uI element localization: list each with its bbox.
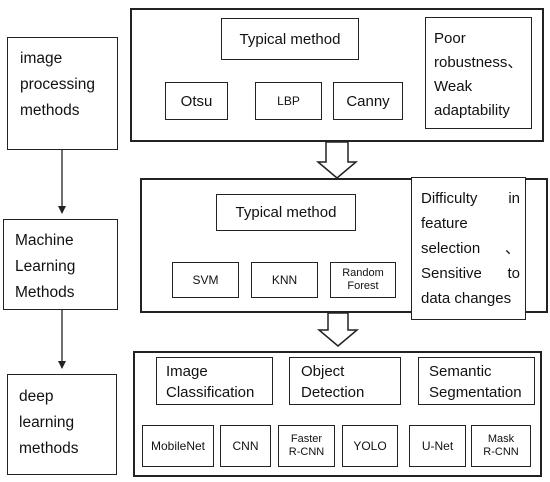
drawback-in: in (508, 190, 520, 207)
model-faster-line1: Faster (290, 432, 323, 445)
group-image-classification: Image Classification (156, 357, 273, 405)
model-mobilenet-box: MobileNet (142, 425, 214, 467)
model-mask-line2: R-CNN (483, 446, 519, 458)
image-processing-line3: methods (20, 102, 80, 119)
image-processing-box: image processing methods (7, 37, 118, 150)
model-mask-rcnn-box: Mask R-CNN (471, 425, 531, 467)
panel1-drawback-box: Poor robustness、 Weak adaptability (425, 17, 532, 129)
method-canny: Canny (346, 92, 390, 110)
panel1-drawback-line1: Poor (434, 30, 466, 47)
machine-learning-line2: Learning (15, 258, 76, 275)
method-svm-box: SVM (172, 262, 239, 298)
semantic-segmentation-line2: Segmentation (429, 384, 522, 401)
method-lbp: LBP (277, 94, 300, 108)
machine-learning-box: Machine Learning Methods (3, 219, 118, 310)
drawback-selection: selection (421, 240, 481, 257)
method-canny-box: Canny (333, 82, 403, 120)
deep-learning-box: deep learning methods (7, 374, 117, 475)
panel1-title-box: Typical method (221, 18, 359, 60)
model-unet-box: U-Net (409, 425, 466, 467)
panel2-drawback-line3: selection 、 (421, 236, 520, 261)
model-yolo: YOLO (353, 439, 387, 453)
method-random-forest-box: Random Forest (330, 262, 396, 298)
drawback-difficulty: Difficulty (421, 190, 478, 207)
method-knn-box: KNN (251, 262, 318, 298)
panel1-drawback-line2: robustness、 (434, 54, 523, 71)
model-faster-line2: R-CNN (288, 446, 325, 458)
panel2-drawback-line1: Difficulty in (421, 186, 520, 211)
model-mobilenet: MobileNet (150, 439, 206, 453)
object-detection-line1: Object (301, 363, 345, 380)
panel2-drawback-line2: feature (421, 215, 468, 232)
method-otsu: Otsu (180, 92, 213, 110)
group-object-detection: Object Detection (289, 357, 401, 405)
deep-learning-line1: deep (19, 388, 54, 405)
block-arrow-1 (315, 141, 359, 179)
deep-learning-line3: methods (19, 440, 79, 457)
object-detection-line2: Detection (301, 384, 365, 401)
method-knn: KNN (271, 273, 298, 287)
image-processing-line2: processing (20, 76, 95, 93)
method-lbp-box: LBP (255, 82, 322, 120)
drawback-comma: 、 (504, 240, 520, 257)
block-arrow-2 (316, 312, 360, 347)
panel1-title: Typical method (239, 30, 341, 48)
panel1-drawback-line3: Weak (434, 78, 473, 95)
panel2-title-box: Typical method (216, 194, 356, 231)
model-cnn: CNN (232, 439, 259, 453)
group-semantic-segmentation: Semantic Segmentation (418, 357, 535, 405)
panel2-title: Typical method (235, 204, 337, 221)
deep-learning-line2: learning (19, 414, 75, 431)
image-classification-line2: Classification (166, 384, 255, 401)
drawback-to: to (507, 265, 520, 282)
machine-learning-line3: Methods (15, 284, 75, 301)
model-cnn-box: CNN (220, 425, 271, 467)
drawback-sensitive: Sensitive (421, 265, 482, 282)
model-faster-rcnn-box: Faster R-CNN (278, 425, 335, 467)
panel2-drawback-box: Difficulty in feature selection 、 Sensitiv… (411, 177, 526, 320)
panel2-drawback-line5: data changes (421, 290, 512, 307)
method-random-line1: Random (342, 266, 384, 279)
model-unet: U-Net (421, 439, 454, 453)
panel2-drawback-line4: Sensitive to (421, 261, 520, 286)
model-mask-line1: Mask (487, 432, 515, 445)
image-classification-line1: Image (166, 363, 208, 380)
panel1-drawback-line4: adaptability (434, 102, 510, 119)
image-processing-line1: image (20, 50, 63, 67)
method-random-line2: Forest (347, 280, 379, 292)
method-otsu-box: Otsu (165, 82, 228, 120)
machine-learning-line1: Machine (15, 232, 74, 249)
model-yolo-box: YOLO (342, 425, 398, 467)
method-svm: SVM (192, 273, 219, 287)
semantic-segmentation-line1: Semantic (429, 363, 492, 380)
